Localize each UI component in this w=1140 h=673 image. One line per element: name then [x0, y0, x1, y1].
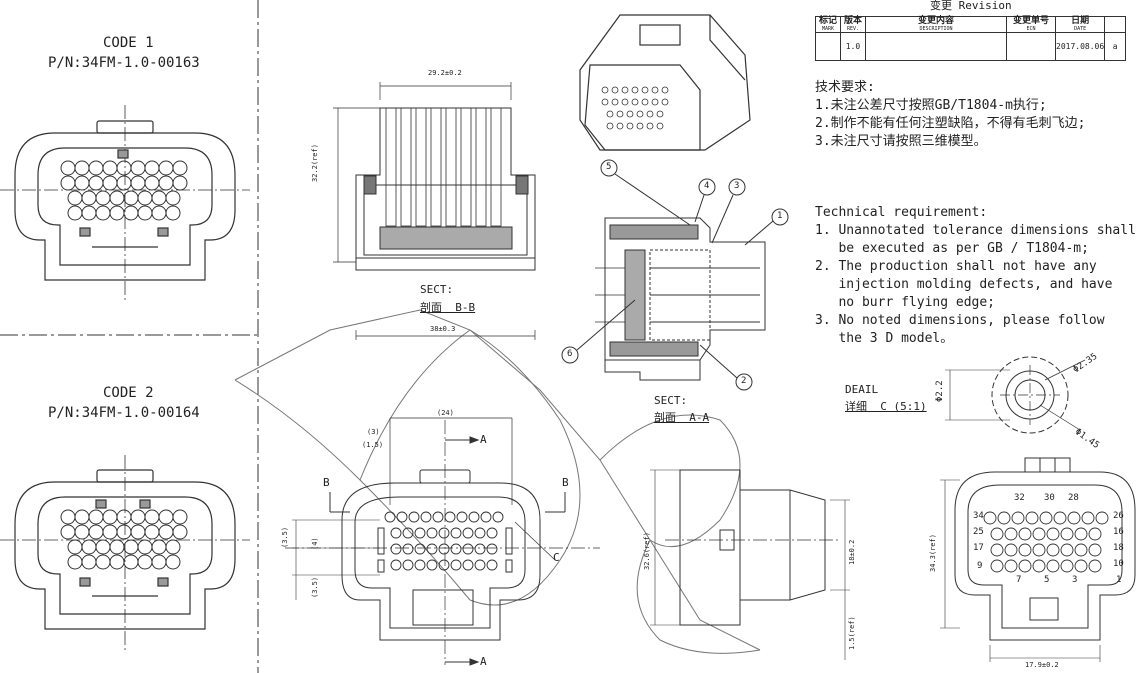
aa-section-name: 剖面 A-A [654, 411, 710, 424]
section-aa-view [595, 217, 766, 381]
front-dim-35b: (3.5) [311, 576, 319, 598]
code2-title: CODE 2 [103, 385, 154, 401]
section-bb-view [333, 82, 536, 340]
requirements-cn-item: 3.未注尺寸请按照三维模型。 [815, 134, 987, 149]
requirements-cn-item: 1.未注公差尺寸按照GB/T1804-m执行; [815, 98, 1047, 113]
pin-label: 10 [1113, 559, 1124, 569]
bb-terminals [385, 107, 502, 227]
front-dim-4: (4) [311, 537, 319, 550]
requirements-en-line: the 3 D model。 [815, 331, 954, 346]
bb-dim-top: 29.2±0.2 [428, 69, 462, 77]
front-dim-24: (24) [437, 409, 454, 417]
front-view-aa [285, 417, 600, 666]
front-a-bottom: A [480, 655, 487, 668]
side-dim-height: 32.6(ref) [643, 532, 651, 570]
aa-balloon-circles [561, 159, 789, 391]
revision-title: 变更 Revision [930, 0, 1012, 12]
front-a-top: A [480, 433, 487, 446]
front-b-right: B [562, 476, 569, 489]
pin-view-dim-height: 34.3(ref) [929, 534, 937, 572]
rev-cell-ecn [1006, 32, 1056, 61]
detail-name: 详细 C (5:1) [845, 400, 927, 413]
side-view [650, 469, 850, 660]
side-dim-body: 18±0.2 [848, 539, 856, 565]
requirements-cn-item: 2.制作不能有任何注塑缺陷，不得有毛刺飞边; [815, 116, 1086, 131]
balloon-3-label: 3 [734, 181, 740, 191]
balloon-5-label: 5 [606, 162, 612, 172]
pin-view [940, 457, 1136, 662]
rev-cell-date: 2017.08.06 [1054, 32, 1106, 61]
requirements-en-heading: Technical requirement: [815, 205, 988, 220]
front-dim-15: (1.5) [362, 441, 384, 449]
balloon-4-label: 4 [704, 181, 710, 191]
rev-cell-description [865, 32, 1007, 61]
pin-label: 30 [1044, 493, 1055, 503]
connector-3d-iso [579, 14, 751, 151]
bb-dim-side: 32.2(ref) [311, 144, 319, 182]
pin-label: 16 [1113, 527, 1124, 537]
code1-cavities [60, 160, 188, 221]
pin-label: 18 [1113, 543, 1124, 553]
panel-separators [0, 0, 259, 673]
requirements-en-line: no burr flying edge; [815, 295, 996, 310]
pin-label: 32 [1014, 493, 1025, 503]
front-cavities [384, 511, 504, 571]
pin-view-dim-width: 17.9±0.2 [1025, 661, 1059, 669]
pin-label: 25 [973, 527, 984, 537]
pin-label: 17 [973, 543, 984, 553]
requirements-en-line: injection molding defects, and have [815, 277, 1113, 292]
detail-c-view [945, 356, 1086, 434]
code1-connector-face [0, 105, 250, 300]
bb-dim-bottom: 38±0.3 [430, 325, 456, 333]
requirements-en-line: be executed as per GB / T1804-m; [815, 241, 1089, 256]
pin-label: 34 [973, 511, 984, 521]
pin-label: 26 [1113, 511, 1124, 521]
front-c-callout: C [553, 551, 560, 564]
requirements-en-line: 1. Unannotated tolerance dimensions shal… [815, 223, 1136, 238]
pin-cavities [983, 511, 1109, 573]
front-b-left: B [323, 476, 330, 489]
requirements-en-line: 2. The production shall not have any [815, 259, 1097, 274]
front-dim-35a: (3.5) [281, 526, 289, 548]
balloon-1-label: 1 [777, 211, 783, 221]
pin-label: 1 [1116, 575, 1122, 585]
detail-dim-d22: Φ2.2 [935, 380, 945, 402]
watermark-logo [234, 309, 761, 654]
bb-sect-label: SECT: [420, 283, 454, 296]
code2-cavities [60, 509, 188, 570]
requirements-cn-heading: 技术要求: [815, 80, 875, 95]
code2-connector-face [0, 455, 250, 650]
code1-part-number: P/N:34FM-1.0-00163 [48, 55, 200, 71]
detail-title: DEAIL [845, 383, 879, 396]
pin-label: 9 [977, 561, 983, 571]
pin-label: 28 [1068, 493, 1079, 503]
code2-part-number: P/N:34FM-1.0-00164 [48, 405, 200, 421]
balloon-2-label: 2 [741, 376, 747, 386]
rev-cell-extra: a [1104, 32, 1127, 61]
front-dim-3: (3) [367, 428, 380, 436]
aa-sect-label: SECT: [654, 394, 688, 407]
pin-label: 5 [1044, 575, 1050, 585]
pin-label: 7 [1016, 575, 1022, 585]
rev-cell-mark [815, 32, 841, 61]
iso-cavities [601, 86, 669, 130]
balloon-6-label: 6 [567, 349, 573, 359]
side-dim-tip: 1.5(ref) [848, 616, 856, 650]
requirements-en-line: 3. No noted dimensions, please follow [815, 313, 1105, 328]
code1-title: CODE 1 [103, 35, 154, 51]
rev-cell-rev: 1.0 [840, 32, 866, 61]
pin-label: 3 [1072, 575, 1078, 585]
bb-section-name: 剖面 B-B [420, 301, 476, 314]
